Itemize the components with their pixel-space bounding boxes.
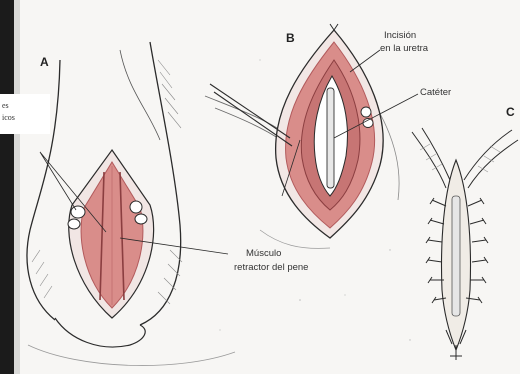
suture-left-1 — [430, 198, 446, 206]
suture-right-2 — [470, 218, 486, 224]
panel-a-loop-left-top — [71, 206, 85, 218]
panel-c-hatching — [420, 144, 500, 172]
panel-b-loop-top — [361, 107, 371, 117]
cropped-text-line-1: es — [2, 101, 9, 110]
panel-c-fold-right-inner — [464, 130, 512, 180]
suture-right-3 — [472, 237, 488, 243]
panel-b-letter: B — [286, 31, 295, 45]
panel-b-catheter — [327, 88, 334, 188]
panel-b-skin-line-left-upper — [205, 96, 280, 130]
incision-label-line-2: en la uretra — [380, 43, 429, 54]
panel-b: B — [205, 24, 418, 248]
scan-border — [0, 0, 14, 374]
panel-a-base-line — [28, 345, 235, 366]
panel-a-loop-right-bottom — [135, 214, 147, 224]
panel-a-thigh-right — [140, 42, 181, 325]
suture-left-4 — [426, 257, 442, 263]
panel-b-skin-line-bottom — [260, 230, 330, 248]
suture-right-5 — [470, 277, 486, 283]
panel-a-lower-contour — [55, 318, 145, 347]
suture-right-4 — [472, 257, 488, 263]
panel-b-top-tip — [330, 24, 338, 30]
muscle-label-line-1: Músculo — [246, 248, 281, 259]
panel-c: C — [412, 105, 518, 360]
suture-right-1 — [468, 198, 484, 206]
panel-a-letter: A — [40, 55, 49, 69]
panel-c-catheter — [452, 196, 460, 316]
panel-a: A — [27, 42, 235, 366]
cropped-text-line-2: icos — [2, 113, 15, 122]
catheter-label: Catéter — [420, 87, 451, 98]
incision-label-line-1: Incisión — [384, 30, 416, 41]
scan-border-shadow — [14, 0, 20, 374]
panel-a-loop-right-top — [130, 201, 142, 213]
panel-c-letter: C — [506, 105, 515, 119]
muscle-label-line-2: retractor del pene — [234, 262, 308, 273]
suture-left-3 — [426, 237, 442, 243]
suture-left-2 — [428, 218, 444, 224]
panel-a-loop-left-bottom — [68, 219, 80, 229]
